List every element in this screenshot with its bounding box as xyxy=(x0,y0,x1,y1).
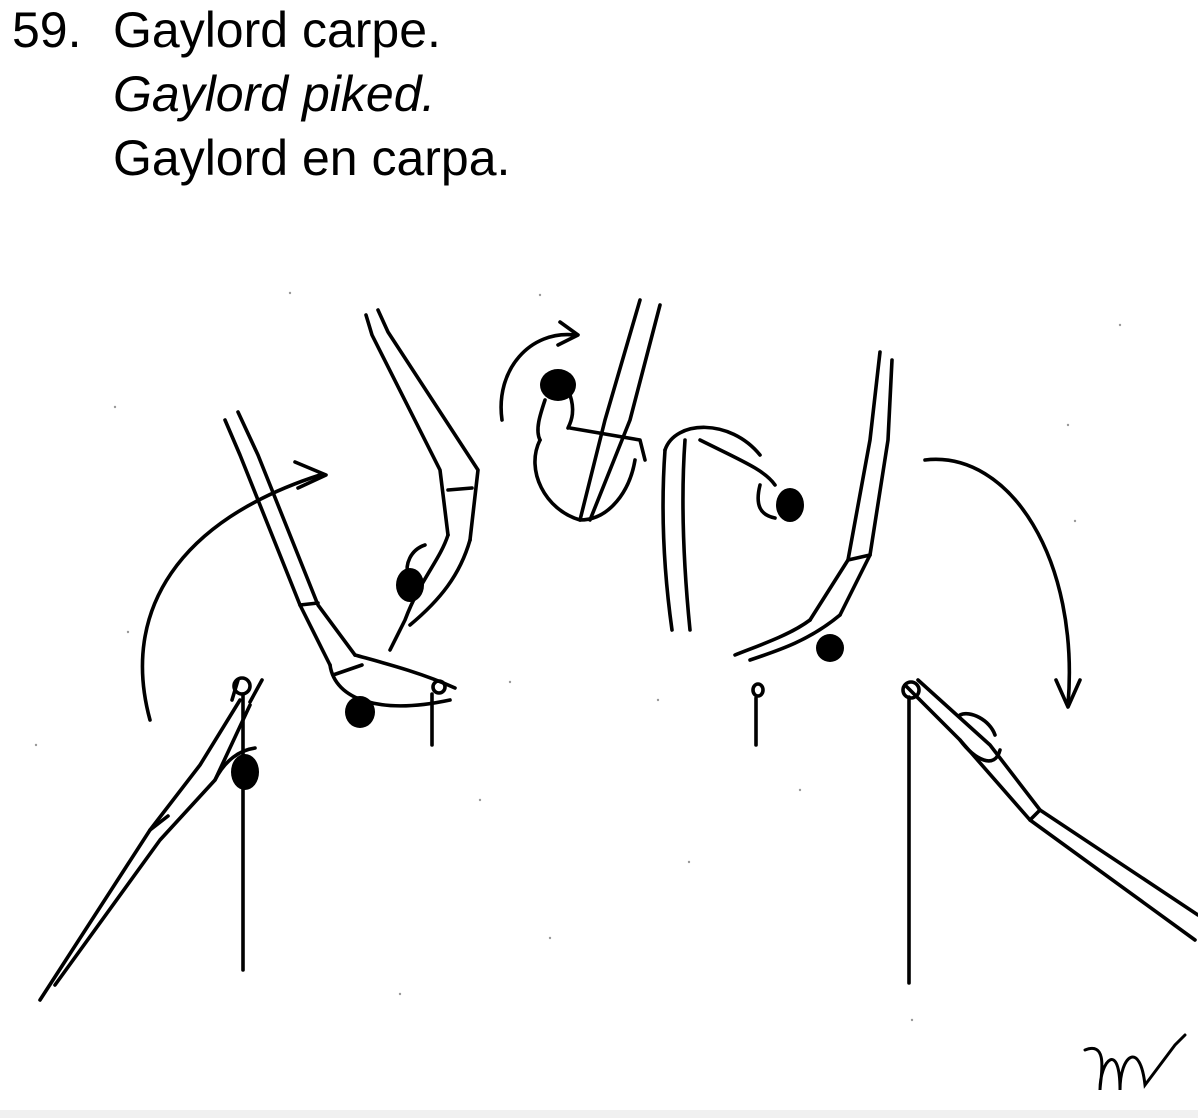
gymnast-phase-5 xyxy=(663,427,804,630)
bar-center-left xyxy=(432,681,445,745)
artist-signature xyxy=(1085,1035,1185,1090)
gymnast-phase-2 xyxy=(225,412,455,728)
bar-center-right xyxy=(753,684,763,745)
descent-arrow xyxy=(925,459,1080,707)
gymnast-phase-3 xyxy=(366,310,478,650)
gymnast-phase-7 xyxy=(905,680,1198,940)
gymnast-phase-4 xyxy=(535,300,660,520)
bottom-band xyxy=(0,1110,1198,1118)
paper-speckles xyxy=(35,292,1121,1021)
bar-right xyxy=(903,682,919,983)
gymnast-phase-1 xyxy=(40,680,262,1000)
